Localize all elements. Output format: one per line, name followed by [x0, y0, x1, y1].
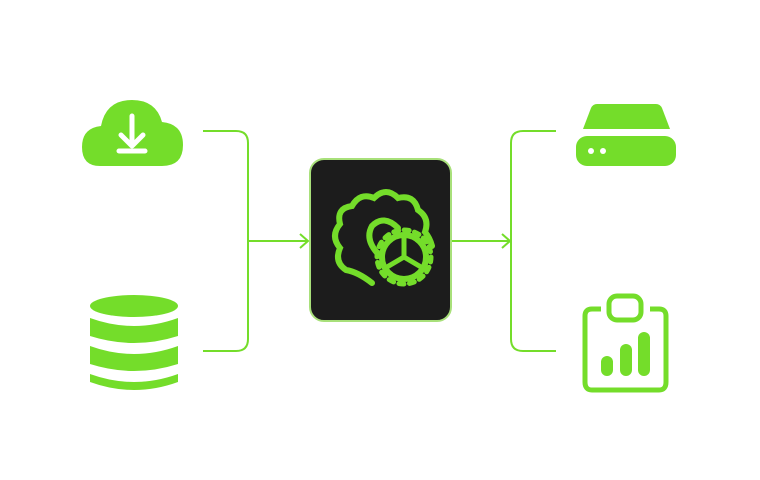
output-connector [452, 130, 556, 352]
gears-icon [332, 189, 435, 287]
input-connector [203, 130, 310, 352]
database-icon [90, 295, 178, 390]
clipboard-chart-icon [582, 293, 669, 393]
cloud-download-icon [82, 100, 183, 166]
server-drive-icon [576, 104, 676, 166]
processor-node [309, 158, 452, 322]
